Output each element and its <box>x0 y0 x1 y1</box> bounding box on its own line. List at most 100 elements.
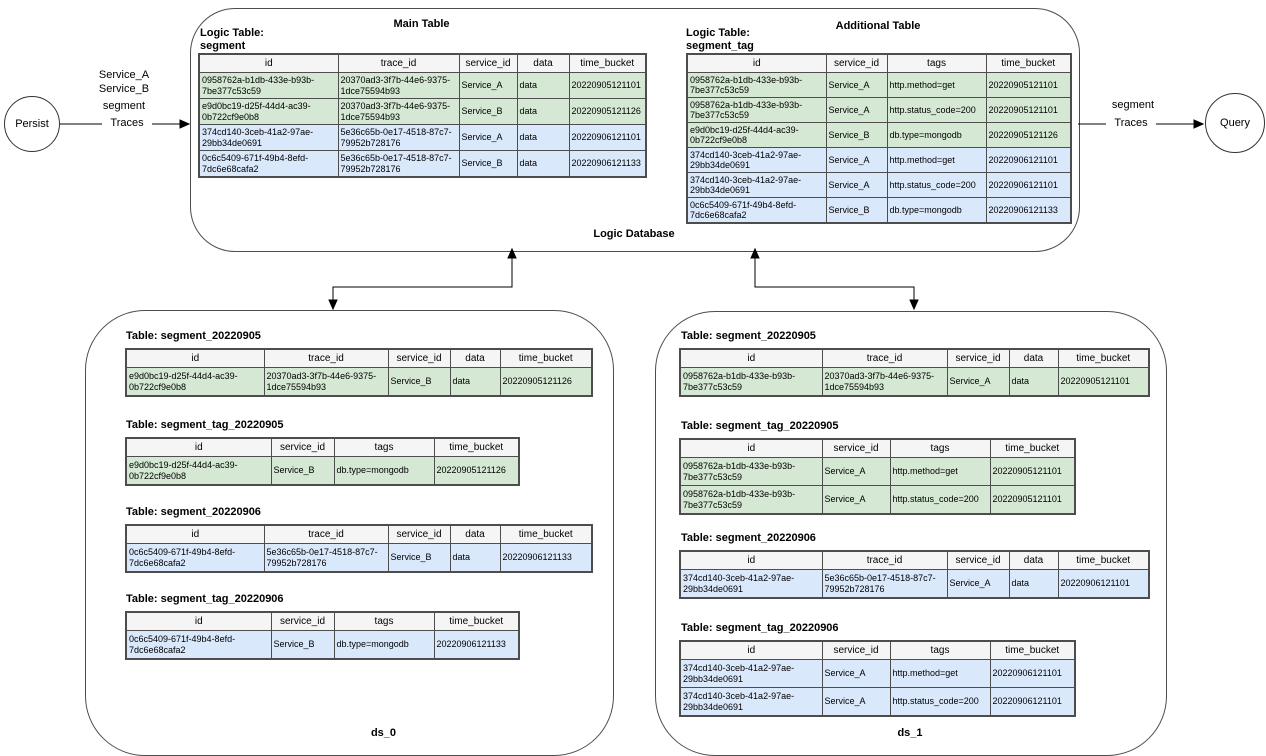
table-cell: db.type=mongodb <box>886 197 987 224</box>
table-cell: http.status_code=200 <box>889 485 991 515</box>
column-header: id <box>679 348 823 368</box>
table-cell: Service_A <box>458 72 518 99</box>
ds1-table3-title: Table: segment_20220906 <box>681 532 816 544</box>
table-cell: data <box>449 367 501 397</box>
table-cell: 20370ad3-3f7b-44e6-9375-1dce75594b93 <box>337 72 460 99</box>
column-header: data <box>449 348 501 368</box>
table-cell: data <box>1008 367 1059 397</box>
additional-table-logic-label: Logic Table: segment_tag <box>686 27 754 53</box>
column-header: id <box>198 53 339 73</box>
table-cell: Service_A <box>825 72 888 98</box>
table-cell: e9d0bc19-d25f-44d4-ac39-0b722cf9e0b8 <box>125 456 272 486</box>
table-cell: http.method=get <box>889 457 991 486</box>
table-cell: 374cd140-3ceb-41a2-97ae-29bb34de0691 <box>679 569 823 599</box>
column-header: time_bucket <box>989 438 1076 458</box>
column-header: service_id <box>946 550 1010 570</box>
column-header: data <box>516 53 570 73</box>
table-cell: 0958762a-b1db-433e-b93b-7be377c53c59 <box>679 457 823 486</box>
table-cell: data <box>449 543 501 573</box>
table-cell: 20220905121101 <box>989 457 1076 486</box>
column-header: time_bucket <box>499 348 593 368</box>
table-cell: data <box>516 72 570 99</box>
column-header: service_id <box>270 437 335 457</box>
table-cell: 374cd140-3ceb-41a2-97ae-29bb34de0691 <box>198 124 339 151</box>
table-cell: 20220906121101 <box>985 172 1072 198</box>
table-cell: 20220906121133 <box>433 630 520 660</box>
column-header: time_bucket <box>433 437 520 457</box>
column-header: data <box>1008 348 1059 368</box>
table-cell: e9d0bc19-d25f-44d4-ac39-0b722cf9e0b8 <box>125 367 265 397</box>
column-header: id <box>125 348 265 368</box>
table-cell: http.method=get <box>886 147 987 173</box>
column-header: data <box>1008 550 1059 570</box>
table-cell: 374cd140-3ceb-41a2-97ae-29bb34de0691 <box>686 172 827 198</box>
table-cell: Service_B <box>458 98 518 125</box>
column-header: id <box>679 640 823 660</box>
persist-arrow-label-service-b: Service_B <box>98 83 150 95</box>
ds0-connector-down-arrowhead-icon <box>328 299 338 311</box>
query-arrowhead-icon <box>1193 119 1205 129</box>
table-cell: 20220906121101 <box>1057 569 1150 599</box>
table-cell: 5e36c65b-0e17-4518-87c7-79952b728176 <box>263 543 389 573</box>
table-cell: db.type=mongodb <box>333 456 435 486</box>
table-cell: Service_B <box>458 150 518 178</box>
table-cell: 0c6c5409-671f-49b4-8efd-7dc6e68cafa2 <box>125 630 272 660</box>
main-table-title: Main Table <box>393 18 450 30</box>
table-cell: 0958762a-b1db-433e-b93b-7be377c53c59 <box>679 367 823 397</box>
table-cell: 20220905121126 <box>985 122 1072 148</box>
table-cell: 20220905121101 <box>985 97 1072 123</box>
table-cell: 0958762a-b1db-433e-b93b-7be377c53c59 <box>198 72 339 99</box>
ds0-connector <box>332 251 513 307</box>
column-header: time_bucket <box>1057 348 1150 368</box>
table-cell: 374cd140-3ceb-41a2-97ae-29bb34de0691 <box>679 659 823 688</box>
table-cell: http.status_code=200 <box>886 172 987 198</box>
column-header: tags <box>333 437 435 457</box>
logic-table-name: segment <box>200 40 246 52</box>
table-cell: http.method=get <box>886 72 987 98</box>
table-cell: 20220906121133 <box>499 543 593 573</box>
table-cell: db.type=mongodb <box>333 630 435 660</box>
column-header: trace_id <box>337 53 460 73</box>
table-cell: Service_A <box>821 485 891 515</box>
logic-table-prefix: Logic Table: <box>200 27 264 39</box>
column-header: service_id <box>387 524 451 544</box>
table-cell: 0c6c5409-671f-49b4-8efd-7dc6e68cafa2 <box>198 150 339 178</box>
table-cell: 20220906121133 <box>985 197 1072 224</box>
table-cell: Service_B <box>387 367 451 397</box>
column-header: service_id <box>821 640 891 660</box>
table-cell: 20220905121101 <box>989 485 1076 515</box>
column-header: service_id <box>270 611 335 631</box>
table-cell: Service_B <box>825 197 888 224</box>
table-cell: 20370ad3-3f7b-44e6-9375-1dce75594b93 <box>337 98 460 125</box>
table-cell: Service_A <box>458 124 518 151</box>
table-cell: 5e36c65b-0e17-4518-87c7-79952b728176 <box>821 569 948 599</box>
